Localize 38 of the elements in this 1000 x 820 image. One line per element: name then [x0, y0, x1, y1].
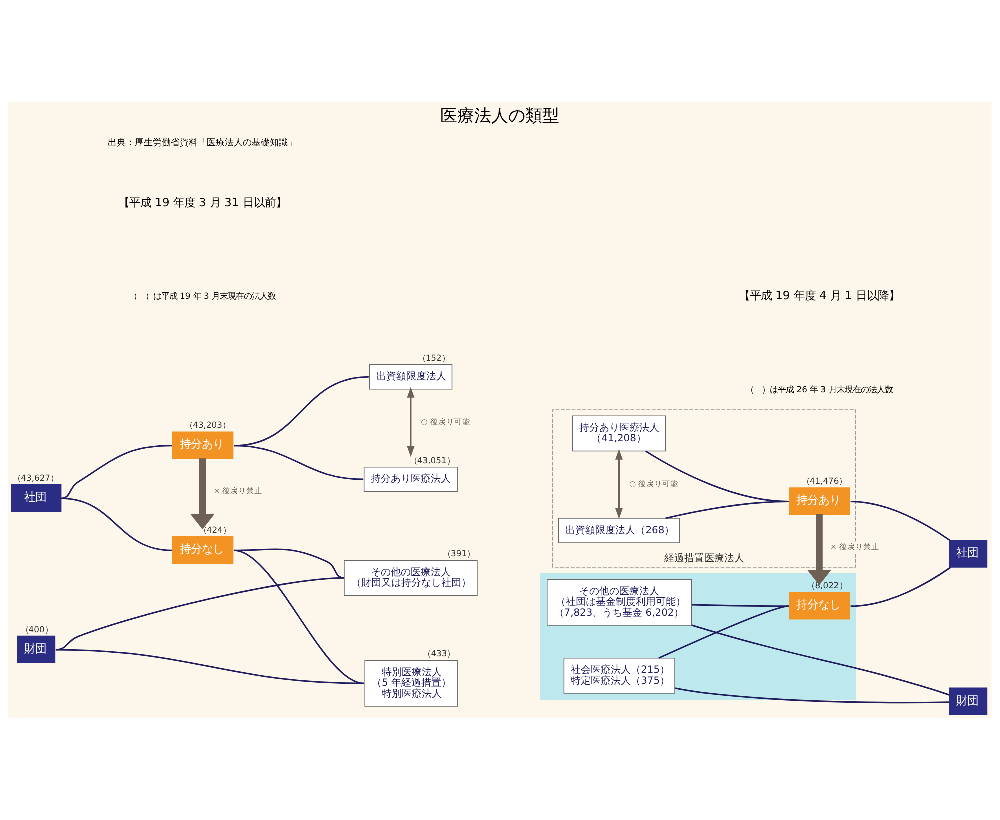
connector [234, 548, 345, 579]
connector [692, 624, 950, 696]
node-label: （43,627） [13, 472, 59, 483]
node-label: （43,203） [185, 420, 230, 430]
arrow [808, 514, 832, 586]
node-label: （43,051） [409, 455, 455, 466]
node-label: （433） [423, 648, 456, 659]
connector [234, 445, 364, 480]
arrow [407, 387, 415, 458]
label: （ ）は平成 19 年 3 月末現在の法人数 [129, 291, 276, 302]
connector [850, 500, 951, 542]
node-label: （152） [418, 352, 450, 363]
edge-label: × 後戻り禁止 [830, 542, 880, 552]
node-label: （424） [198, 524, 231, 535]
connector [60, 445, 172, 500]
node-label: （41,476） [802, 476, 848, 486]
connector [60, 498, 172, 552]
node-label: （400） [20, 624, 53, 634]
connector [692, 604, 789, 608]
connector [646, 450, 789, 502]
edge-label: × 後戻り禁止 [214, 486, 263, 496]
node-label: （391） [443, 548, 476, 559]
edge-label: ○ 後戻り可能 [421, 418, 470, 427]
connector [234, 550, 365, 684]
connector [56, 577, 344, 651]
arrow [615, 449, 623, 520]
caption: 出典：厚生労働省資料「医療法人の基礎知識」 [108, 138, 298, 149]
connector [850, 566, 952, 608]
label: 【平成 19 年度 3 月 31 日以前】 [118, 195, 287, 210]
edge-label: ○ 後戻り可能 [630, 479, 679, 488]
label: （ ）は平成 26 年 3 月末現在の法人数 [746, 384, 893, 394]
connector [658, 606, 789, 660]
label: 【平成 19 年度 4 月 1 日以降】 [738, 288, 900, 303]
diagram-title: 医療法人の類型 [440, 106, 560, 126]
connector [675, 688, 950, 704]
connector [56, 649, 364, 684]
cluster [540, 573, 856, 700]
arrow [190, 458, 215, 530]
